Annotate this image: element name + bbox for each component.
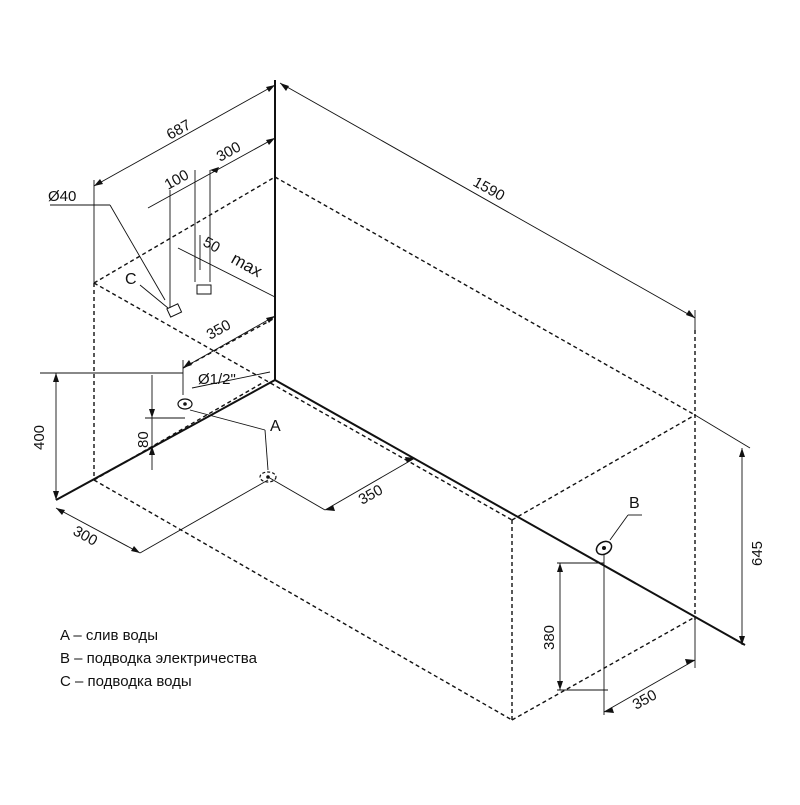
dimension-300-top: 300 100 (147, 137, 276, 308)
dim-1590-label: 1590 (470, 174, 507, 205)
dim-100-label: 100 (162, 166, 192, 193)
dim-687-label: 687 (164, 116, 194, 143)
dim-300-top-label: 300 (214, 138, 244, 165)
electric-outlet (595, 540, 613, 556)
floor-left-edge (55, 379, 276, 501)
dim-350-mid-label: 350 (356, 481, 386, 508)
cold-water-outlet (177, 398, 193, 410)
legend: A – слив воды B – подводка электричества… (60, 624, 257, 693)
dim-50-label: 50 (200, 234, 223, 257)
bathtub-outline (93, 176, 696, 721)
dimension-645: 645 (694, 414, 766, 645)
dimension-80: 80 (135, 375, 185, 470)
drain-outlet (259, 471, 277, 483)
callout-a: A (189, 409, 281, 483)
dimension-380: 380 (541, 562, 608, 691)
leader-d12: Ø1/2" (177, 371, 271, 410)
dim-80-label: 80 (135, 431, 152, 448)
dimension-400: 400 (31, 372, 183, 500)
dim-350-right-label: 350 (630, 686, 660, 713)
dim-d12-label: Ø1/2" (198, 371, 236, 388)
callout-a-label: A (270, 418, 281, 435)
dim-380-label: 380 (541, 625, 558, 650)
water-inlet-pipe (196, 284, 212, 295)
dim-400-label: 400 (31, 425, 48, 450)
dimension-350-mid: 350 (267, 457, 416, 511)
dim-d40-label: Ø40 (48, 188, 76, 205)
dim-645-label: 645 (749, 541, 766, 566)
callout-c: C (125, 271, 169, 309)
dimension-50-max: 50 max (166, 234, 276, 318)
callout-c-label: C (125, 271, 137, 288)
legend-item-c: C – подводка воды (60, 673, 192, 690)
water-inlet-fitting (166, 303, 183, 318)
legend-item-a: A – слив воды (60, 627, 158, 644)
dimension-1590: 1590 (279, 82, 696, 330)
legend-item-b: B – подводка электричества (60, 650, 257, 667)
wall-edges (55, 80, 746, 646)
leader-d40: Ø40 (48, 188, 166, 301)
floor-right-edge (274, 379, 746, 646)
callout-b-label: B (629, 495, 640, 512)
dimension-300-bottom: 300 (55, 479, 269, 554)
callout-b: B (595, 495, 642, 556)
dim-300-bottom-label: 300 (70, 523, 100, 550)
dim-350-left-label: 350 (204, 316, 234, 343)
dimension-350-right: 350 (603, 555, 696, 715)
